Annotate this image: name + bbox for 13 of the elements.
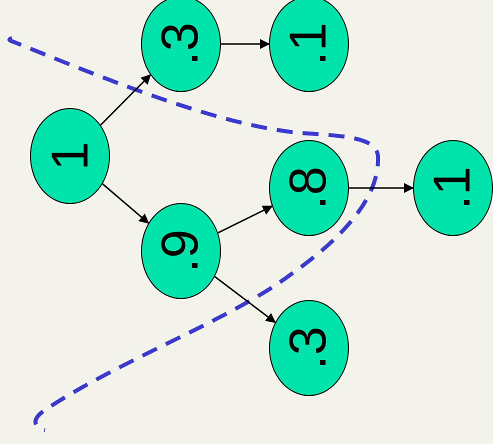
arrow [102, 183, 150, 224]
probability-value: 1 [44, 142, 96, 170]
probability-value: .1 [283, 22, 335, 66]
arrow [214, 276, 276, 323]
probability-value: .3 [283, 326, 335, 370]
probability-value: .3 [155, 22, 207, 66]
probability-value: .1 [427, 166, 479, 210]
probability-value: .9 [155, 229, 207, 273]
arrow [221, 39, 270, 49]
arrow [100, 74, 152, 126]
arrow [349, 183, 414, 193]
arrow [218, 206, 273, 234]
probability-value: .8 [283, 166, 335, 210]
